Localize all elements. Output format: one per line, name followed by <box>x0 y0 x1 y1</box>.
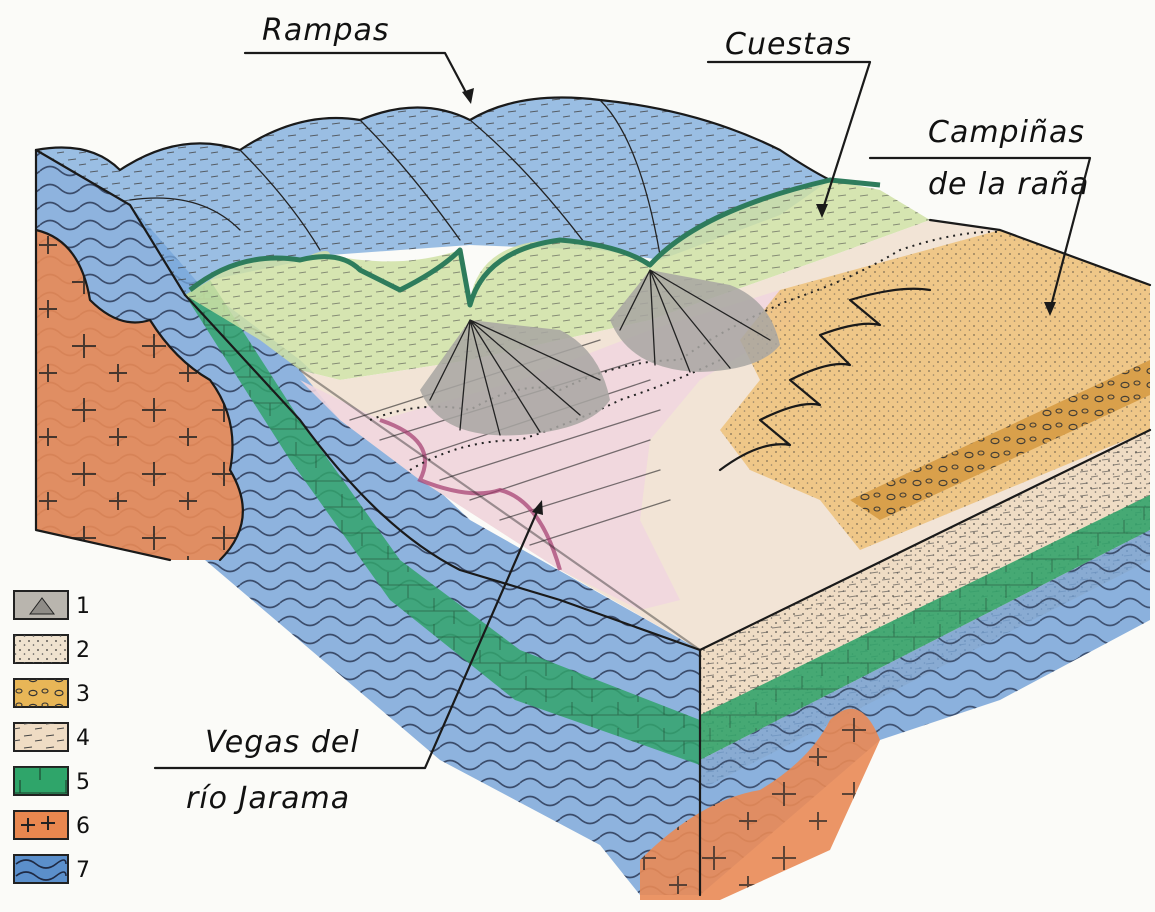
label-cuestas-text: Cuestas <box>725 27 852 62</box>
label-campinas-line2: de la raña <box>928 167 1089 202</box>
legend-number-7: 7 <box>76 858 90 883</box>
legend-item-4: 4 <box>14 723 90 751</box>
label-vegas-line1: Vegas del <box>205 725 360 760</box>
legend-item-6: 6 <box>14 811 90 839</box>
legend-item-5: 5 <box>14 767 90 795</box>
legend-number-2: 2 <box>76 638 90 663</box>
legend-number-6: 6 <box>76 814 90 839</box>
label-vegas-line2: río Jarama <box>186 781 350 816</box>
legend-item-7: 7 <box>14 855 90 883</box>
legend-number-3: 3 <box>76 682 90 707</box>
label-rampas-text: Rampas <box>262 13 390 48</box>
legend-number-1: 1 <box>76 594 90 619</box>
label-rampas: Rampas <box>245 13 474 104</box>
legend-number-5: 5 <box>76 770 90 795</box>
legend-item-2: 2 <box>14 635 90 663</box>
legend-number-4: 4 <box>76 726 90 751</box>
label-campinas-line1: Campiñas <box>928 115 1085 150</box>
legend-item-1: 1 <box>14 591 90 619</box>
legend: 1 2 3 4 5 6 7 <box>14 591 90 883</box>
legend-item-3: 3 <box>14 679 90 707</box>
